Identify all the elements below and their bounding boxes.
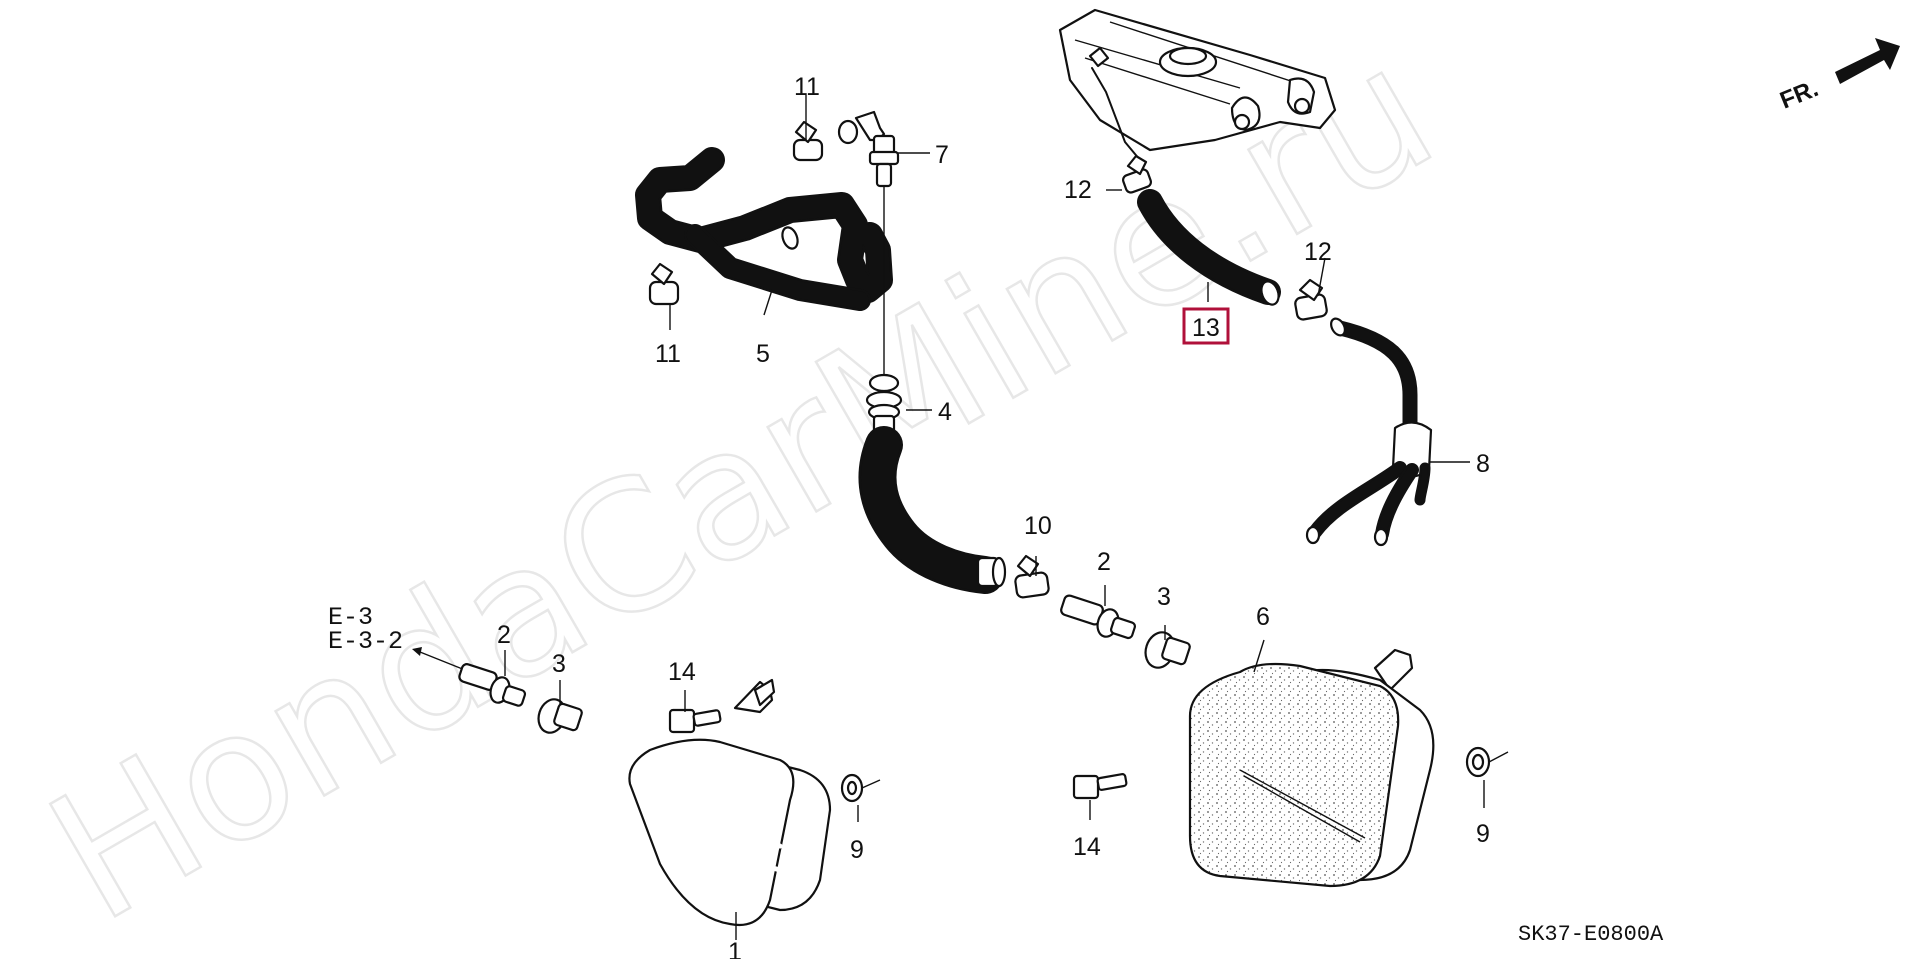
grommet-3-right	[1144, 631, 1191, 669]
callout-1: 1	[728, 938, 742, 959]
washer-9-left	[840, 773, 881, 803]
clamp-12-lower	[1294, 278, 1328, 321]
callout-12-upper: 12	[1064, 176, 1092, 204]
pcv-valve-7	[854, 110, 900, 380]
bolt-14-right	[1072, 773, 1128, 800]
callout-2-right: 2	[1097, 548, 1111, 576]
grommet-3-left	[537, 698, 583, 734]
reference-line-2: E-3-2	[328, 627, 403, 656]
reference-line-1: E-3	[328, 603, 373, 632]
clamp-12-upper	[1122, 154, 1152, 194]
front-arrow-label: FR.	[1776, 75, 1822, 115]
callout-13: 13	[1192, 314, 1220, 342]
hose-13	[1091, 67, 1281, 306]
callout-6: 6	[1256, 603, 1270, 631]
washer-9-right	[1465, 746, 1509, 778]
callout-12-lower: 12	[1304, 238, 1332, 266]
callout-3-right: 3	[1157, 583, 1171, 611]
callout-11-lower: 11	[655, 340, 681, 368]
callout-7: 7	[935, 141, 949, 169]
front-direction-arrow: FR.	[1776, 38, 1900, 115]
diagram-code: SK37-E0800A	[1518, 922, 1664, 947]
clamp-11-lower	[648, 262, 680, 306]
nipple-2-left	[412, 647, 527, 707]
callout-5: 5	[756, 340, 770, 368]
breather-hose	[858, 426, 1007, 594]
clamp-10	[1014, 554, 1050, 599]
callout-14-left: 14	[668, 658, 696, 686]
callout-8: 8	[1476, 450, 1490, 478]
breather-chamber-1	[628, 678, 832, 927]
callout-11-upper: 11	[794, 73, 820, 101]
cylinder-head-cover	[1058, 8, 1337, 152]
breather-chamber-6	[1188, 648, 1435, 888]
hose-8	[1305, 317, 1433, 547]
callout-13-highlighted: 13	[1182, 307, 1230, 345]
clamp-11-upper	[792, 119, 859, 162]
callout-9-right: 9	[1476, 820, 1490, 848]
callout-10: 10	[1024, 512, 1052, 540]
callout-4: 4	[938, 398, 952, 426]
callout-3-left: 3	[552, 650, 566, 678]
callout-14-right: 14	[1073, 833, 1101, 861]
leader-lines	[504, 95, 1485, 940]
hose-5	[635, 147, 893, 311]
callout-2-left: 2	[497, 621, 511, 649]
callout-9-left: 9	[850, 836, 864, 864]
bolt-14-left	[668, 708, 722, 734]
nipple-2-right	[1060, 594, 1136, 640]
